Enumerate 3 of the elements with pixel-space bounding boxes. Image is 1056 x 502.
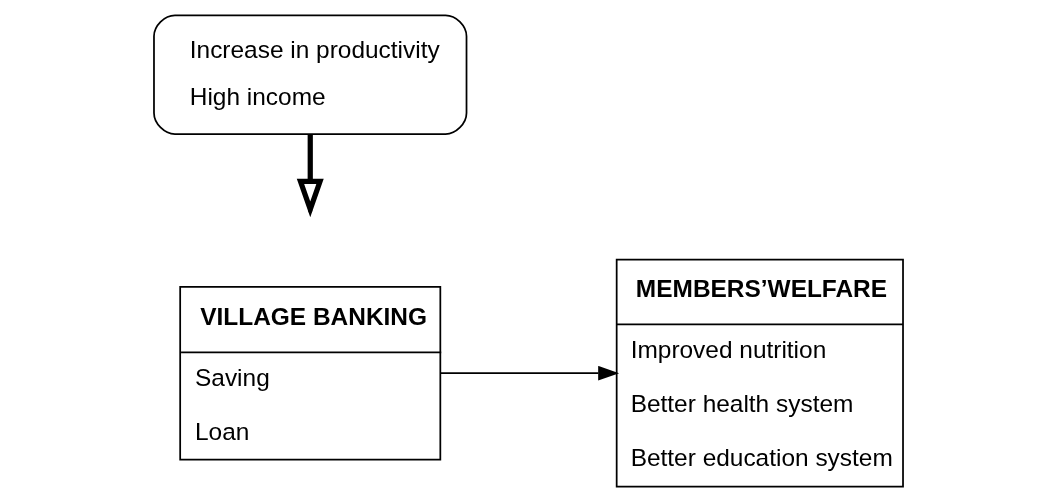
- arrow: [439, 365, 619, 381]
- arrow: [296, 134, 324, 218]
- node-box: Increase in productivity High income: [152, 14, 467, 135]
